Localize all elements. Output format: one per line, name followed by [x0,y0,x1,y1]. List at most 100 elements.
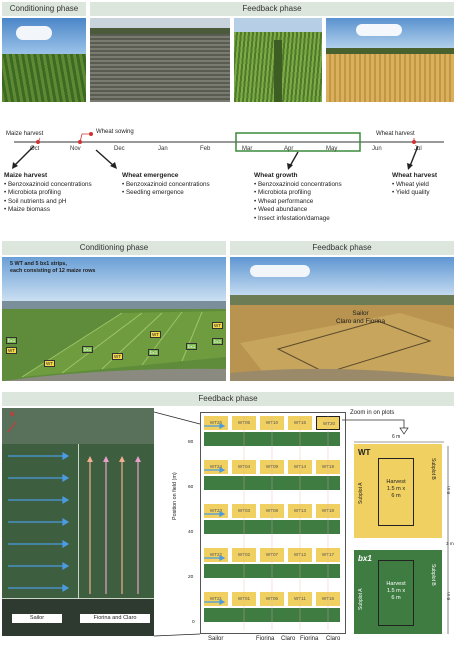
plot-cell-label: WT23 [209,508,223,513]
list-item: Benzoxazinoid concentrations [4,181,114,190]
pink-arrows [87,456,141,594]
x-label: Fiorina [256,636,275,642]
zoom-lines-svg [154,411,201,637]
harvest-line-3: 6 m [391,595,401,601]
aerial-plot-map [2,408,154,636]
list-maize-harvest: Maize harvest Benzoxazinoid concentratio… [4,172,114,215]
strip-tag-bx1: bx1 [212,338,224,345]
event-dot-sowing [78,140,82,144]
list-wheat-emergence: Wheat emergence Benzoxazinoid concentrat… [122,172,252,198]
detail-gap-label: 3 m [446,541,454,546]
harvest-line-1: Harvest [386,479,406,485]
event-wheat-harvest: Wheat harvest [376,131,415,137]
arrow-wheat-harvest [409,145,419,167]
month-feb: Feb [200,146,211,152]
list-item: Yield quality [392,189,456,198]
list-title: Wheat emergence [122,172,179,179]
month-jan: Jan [158,146,168,152]
plot-cell-label: WT25 [209,420,223,425]
list-title: Maize harvest [4,172,48,179]
detail-bx1-plot: bx1 Subplot A Subplot B Harvest 1.5 m x … [354,550,442,634]
plot-cell-label: WT24 [209,464,223,469]
detail-subplot-a: Subplot A [358,588,364,610]
field-label-sailor: Sailor [352,310,369,317]
detail-harvest-box: Harvest 1.5 m x 6 m [378,560,414,626]
strip-note-line-2: each consisting of 12 maize rows [10,268,96,274]
feedback-phase-header: Feedback phase [90,2,454,16]
photo-wheat-growth [234,18,322,102]
wheat-growth-highlight [235,132,361,152]
detail-subplot-b: Subplot B [430,458,436,480]
list-item: Seedling emergence [122,189,252,198]
harvest-line-3: 6 m [391,493,401,499]
list-title: Wheat growth [254,172,298,179]
zoom-arrow-svg [342,419,409,435]
y-tick: 80 [188,440,194,445]
strip-tag-bx1: bx1 [6,337,18,344]
month-apr: Apr [284,146,294,152]
strip-note: 5 WT and 5 bx1 strips, each consisting o… [10,261,95,275]
list-item: Benzoxazinoid concentrations [122,181,252,190]
arrow-wheat-growth [289,151,299,167]
harvest-line-2: 1.5 m x [386,486,406,492]
strip-tag-wt: WT [44,360,55,367]
plot-cell-label: WT20 [322,421,336,426]
detail-height-label: 6 m [446,486,451,494]
field-label: Sailor Claro and Fiorina [336,310,385,326]
detail-bx1-label: bx1 [358,554,372,563]
fiorina-claro-label: Fiorina and Claro [80,614,150,623]
y-tick: 20 [188,575,194,580]
y-tick: 40 [188,530,194,535]
month-may: May [326,146,338,152]
month-dec: Dec [114,146,125,152]
strip-tag-wt: WT [212,322,223,329]
north-arrow: N [10,412,15,418]
list-wheat-growth: Wheat growth Benzoxazinoid concentration… [254,172,384,224]
list-item: Benzoxazinoid concentrations [254,181,384,190]
x-label: Claro [281,636,296,642]
plot-outline [276,320,432,374]
feedback-phase-header-bottom: Feedback phase [2,392,454,406]
arrow-maize-harvest [13,145,35,167]
north-arrow-line [7,421,17,433]
detail-harvest-box: Harvest 1.5 m x 6 m [378,458,414,526]
list-item: Microbiota profiling [254,189,384,198]
detail-height-label: 6 m [446,592,451,600]
strip-tag-bx1: bx1 [186,343,198,350]
month-jun: Jun [372,146,382,152]
list-item: Soil nutrients and pH [4,198,114,207]
event-wheat-sowing: Wheat sowing [96,129,134,135]
field-strips [22,311,226,377]
list-item: Insect infestation/damage [254,215,384,224]
zoom-label: Zoom in on plots [350,410,395,416]
photo-wheat-field-aerial [230,257,454,381]
detail-subplot-a: Subplot A [358,482,364,504]
x-label: Claro [326,636,341,642]
strip-tag-bx1: bx1 [148,349,160,356]
field-label-claro-fiorina: Claro and Fiorina [336,318,386,325]
photo-maize-strips [2,257,226,381]
list-item: Microbiota profiling [4,189,114,198]
map-overlay-svg [7,421,141,594]
detail-dimensions-svg [354,441,449,634]
strip-tag-wt: WT [6,347,17,354]
list-item: Wheat yield [392,181,456,190]
month-nov: Nov [70,146,81,152]
conditioning-phase-header-mid: Conditioning phase [2,241,226,255]
strip-note-line-1: 5 WT and 5 bx1 strips, [10,261,67,267]
grid-arrows-svg [204,416,329,630]
plot-cell-label: WT21 [209,596,223,601]
sailor-label: Sailor [12,614,62,623]
photo-maize-field [2,18,86,102]
detail-width-label: 6 m [392,434,401,440]
y-tick: 60 [188,485,194,490]
strip-tag-wt: WT [112,353,123,360]
y-tick: 0 [192,620,195,625]
detail-wt-plot: WT Subplot A Subplot B Harvest 1.5 m x 6… [354,444,442,538]
plot-cell-label: WT22 [209,552,223,557]
conditioning-phase-header: Conditioning phase [2,2,86,16]
photo-wheat-harvest [326,18,454,102]
month-oct: Oct [30,146,40,152]
y-axis-label: Position on field (m) [172,472,178,520]
list-item: Maize biomass [4,206,114,215]
